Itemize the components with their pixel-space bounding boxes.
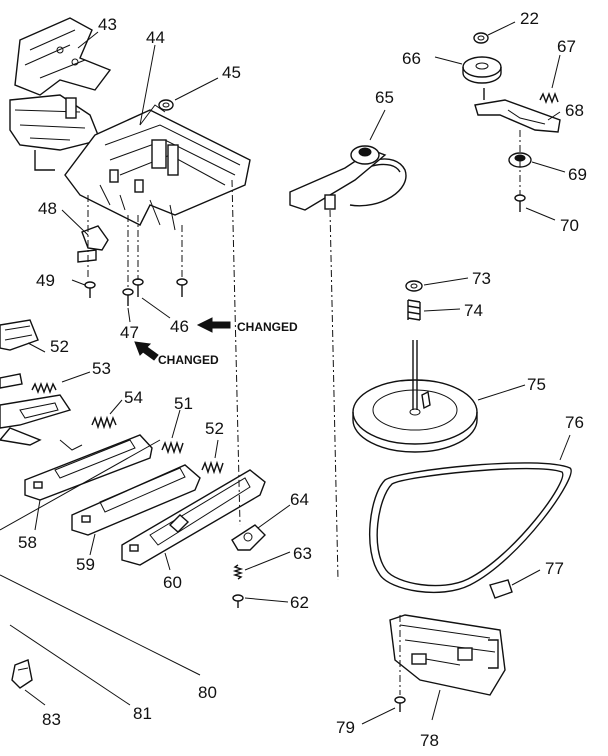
part-label-51: 51 xyxy=(174,394,193,413)
screw-62 xyxy=(232,594,244,608)
screw-49 xyxy=(84,281,96,298)
spring-51 xyxy=(161,440,184,455)
part-label-66: 66 xyxy=(402,49,421,68)
changed-note-46: CHANGED xyxy=(237,320,298,334)
part-label-49: 49 xyxy=(36,271,55,290)
main-chassis-44 xyxy=(64,104,251,231)
screw-79 xyxy=(394,696,406,712)
part-label-48: 48 xyxy=(38,199,57,218)
slider-60 xyxy=(121,469,266,566)
part-label-52-right: 52 xyxy=(205,419,224,438)
part-label-44: 44 xyxy=(146,28,165,47)
part-label-77: 77 xyxy=(545,559,564,578)
spring-74 xyxy=(407,299,421,321)
part-label-74: 74 xyxy=(464,301,483,320)
screw-70 xyxy=(514,194,526,212)
part-label-59: 59 xyxy=(76,555,95,574)
changed-arrow-47 xyxy=(134,341,159,361)
spring-63 xyxy=(232,564,244,580)
part-label-63: 63 xyxy=(293,544,312,563)
part-label-60: 60 xyxy=(163,573,182,592)
part-label-62: 62 xyxy=(290,593,309,612)
part-label-54: 54 xyxy=(124,388,143,407)
part-label-70: 70 xyxy=(560,216,579,235)
part-label-76: 76 xyxy=(565,413,584,432)
belt-76 xyxy=(369,462,572,594)
part-label-64: 64 xyxy=(290,490,309,509)
spring-52 xyxy=(201,460,224,475)
washer-73 xyxy=(405,280,423,292)
part-label-67: 67 xyxy=(557,37,576,56)
part-label-47: 47 xyxy=(120,323,139,342)
part-label-69: 69 xyxy=(568,165,587,184)
part-label-45: 45 xyxy=(222,63,241,82)
part-label-75: 75 xyxy=(527,375,546,394)
part-label-83: 83 xyxy=(42,710,61,729)
part-label-65: 65 xyxy=(375,88,394,107)
chassis-frame-43 xyxy=(9,17,112,171)
slider-plate-left xyxy=(0,394,72,446)
spring-53 xyxy=(31,382,57,394)
part-64 xyxy=(231,524,266,551)
part-label-78: 78 xyxy=(420,731,439,750)
part-label-73: 73 xyxy=(472,269,491,288)
part-label-53: 53 xyxy=(92,359,111,378)
washer-45 xyxy=(158,99,174,111)
changed-arrow-46 xyxy=(196,317,231,333)
slider-58 xyxy=(24,434,153,501)
part-label-68: 68 xyxy=(565,101,584,120)
part-label-80: 80 xyxy=(198,683,217,702)
part-83 xyxy=(11,659,33,689)
part-label-46: 46 xyxy=(170,317,189,336)
part-77 xyxy=(489,579,513,599)
part-label-79: 79 xyxy=(336,718,355,737)
slider-59 xyxy=(71,464,201,536)
nut-22 xyxy=(473,32,489,44)
bracket-48 xyxy=(77,225,109,263)
lever-68 xyxy=(474,88,561,133)
spring-54 xyxy=(91,415,117,430)
bracket-78 xyxy=(389,614,506,696)
part-label-58: 58 xyxy=(18,533,37,552)
part-label-81: 81 xyxy=(133,704,152,723)
changed-note-47: CHANGED xyxy=(158,353,219,367)
pulley-66 xyxy=(462,56,502,84)
flywheel-75 xyxy=(352,340,478,453)
arm-assembly-65 xyxy=(289,145,407,211)
spring-67 xyxy=(539,92,559,104)
part-label-22: 22 xyxy=(520,9,539,28)
left-bracket-52 xyxy=(0,319,39,351)
part-label-52-left: 52 xyxy=(50,337,69,356)
screws-46-47 xyxy=(122,278,188,306)
part-label-43: 43 xyxy=(98,15,117,34)
